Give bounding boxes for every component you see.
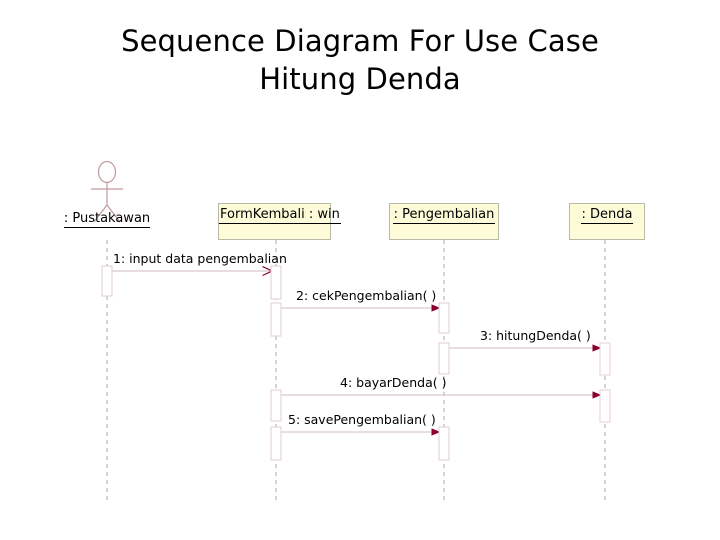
message-label-5: 5: savePengembalian( ): [288, 412, 436, 427]
participant-label-pustakawan: : Pustakawan: [63, 211, 151, 228]
participant-box-denda[interactable]: : Denda: [569, 203, 645, 240]
activation-denda-1: [599, 342, 611, 376]
activation-pengembalian-1: [438, 302, 450, 334]
lifeline-group: [106, 240, 606, 503]
activation-formkembali-2: [270, 302, 282, 337]
activation-formkembali-4: [270, 426, 282, 461]
page-title-line-1: Sequence Diagram For Use Case: [121, 24, 599, 58]
activation-bars: [101, 265, 611, 461]
message-label-3: 3: hitungDenda( ): [480, 328, 591, 343]
participant-label-pengembalian: : Pengembalian: [392, 207, 496, 224]
activation-pengembalian-2: [438, 342, 450, 375]
participant-label-denda: : Denda: [580, 207, 634, 224]
actor-figure-pustakawan: [91, 160, 123, 223]
page-title: Sequence Diagram For Use Case Hitung Den…: [0, 22, 720, 98]
activation-pustakawan-1: [101, 265, 113, 297]
message-label-2: 2: cekPengembalian( ): [296, 288, 437, 303]
activation-formkembali-1: [270, 265, 282, 300]
activation-denda-2: [599, 389, 611, 423]
participant-label-formkembali: FormKembali : win: [219, 207, 341, 224]
message-label-4: 4: bayarDenda( ): [340, 375, 447, 390]
message-label-1: 1: input data pengembalian: [113, 251, 287, 266]
participant-box-pengembalian[interactable]: : Pengembalian: [389, 203, 499, 240]
activation-formkembali-3: [270, 389, 282, 422]
participant-box-formkembali[interactable]: FormKembali : win: [218, 203, 341, 240]
activation-pengembalian-3: [438, 426, 450, 461]
message-lines: [102, 271, 602, 436]
page-title-line-2: Hitung Denda: [259, 62, 461, 96]
